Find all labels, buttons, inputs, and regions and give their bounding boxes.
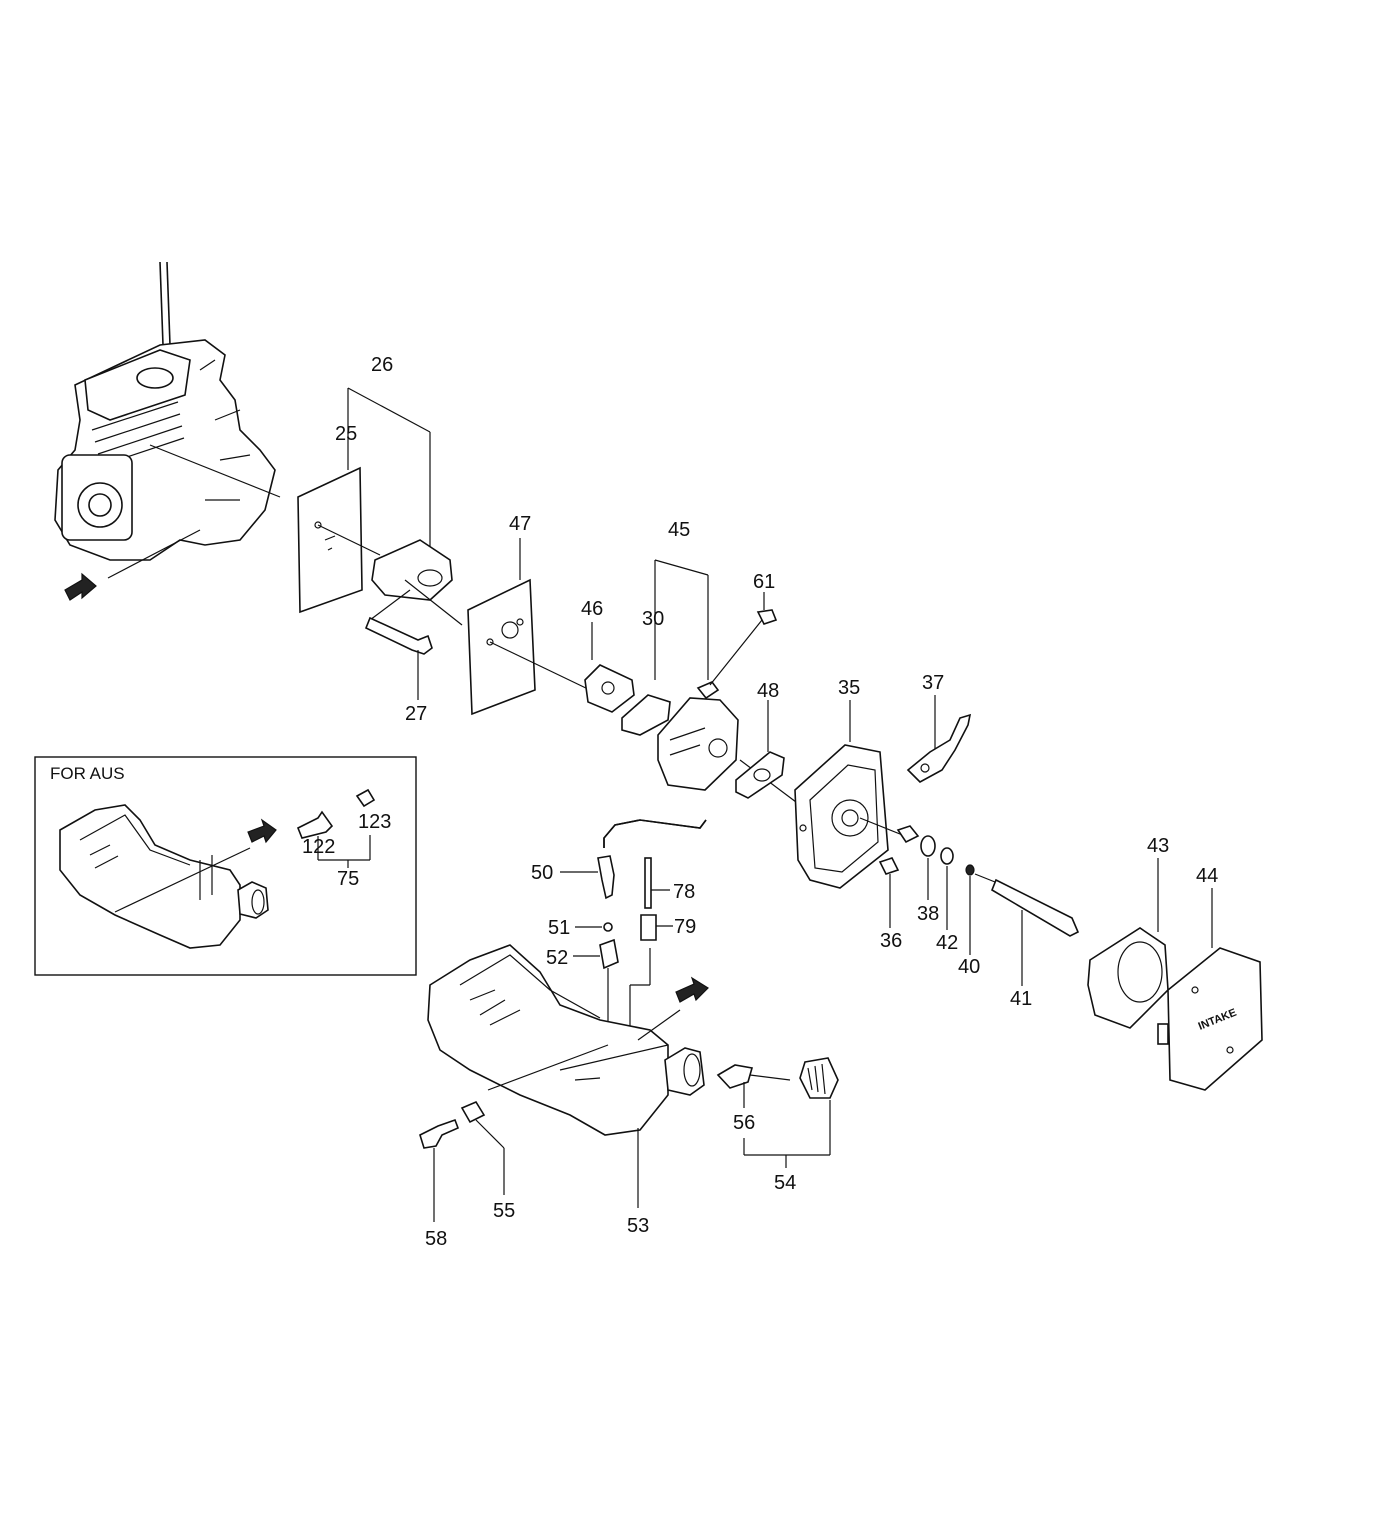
callout-25: 25 [335,423,357,445]
part-122 [296,810,334,839]
filter-52 [599,938,619,970]
inset-for-aus [34,756,417,976]
callout-123: 123 [358,811,391,833]
callout-78: 78 [673,881,695,903]
part-123 [355,788,376,808]
element-43 [1087,858,1169,1029]
part-78 [644,857,652,909]
callout-27: 27 [405,703,427,725]
insulator-26 [371,539,453,601]
part-61 [756,609,778,625]
callout-38: 38 [917,903,939,925]
callout-48: 48 [757,680,779,702]
pipe-50 [597,855,615,900]
callout-51: 51 [548,917,570,939]
callout-35: 35 [838,677,860,699]
direction-arrow-icon [247,818,277,844]
fuel-cap-group [716,1057,839,1168]
insulator-group [297,387,463,700]
inset-title: FOR AUS [50,764,125,783]
nut-40 [965,864,975,876]
callout-52: 52 [546,947,568,969]
gasket-47 [467,538,591,716]
part-46 [584,622,635,713]
cap-54 [799,1057,839,1099]
callout-30: 30 [642,608,664,630]
callout-44: 44 [1196,865,1218,887]
part-56 [716,1064,754,1089]
callout-61: 61 [753,571,775,593]
direction-arrow-icon [64,572,97,601]
fuel-tank-53 [427,944,709,1208]
cover-44: INTAKE [1157,888,1263,1091]
callout-58: 58 [425,1228,447,1250]
bolt-41 [991,878,1080,937]
gasket-25 [297,466,363,614]
part-51 [603,922,613,932]
small-parts-row [878,825,1080,986]
callout-43: 43 [1147,835,1169,857]
washer-42 [940,847,954,865]
callout-53: 53 [627,1215,649,1237]
callout-46: 46 [581,598,603,620]
engine-assembly [54,261,281,601]
mount-parts [419,1100,505,1222]
callout-55: 55 [493,1200,515,1222]
callout-36: 36 [880,930,902,952]
callout-41: 41 [1010,988,1032,1010]
callout-56: 56 [733,1112,755,1134]
bolt-27 [364,616,433,655]
callout-26: 26 [371,354,393,376]
callout-122: 122 [302,836,335,858]
callout-45: 45 [668,519,690,541]
collar-36 [878,857,900,875]
callout-54: 54 [774,1172,796,1194]
callout-75: 75 [337,868,359,890]
washer-38 [920,835,936,857]
bolt-58 [419,1118,460,1149]
grommet-55 [460,1100,486,1124]
gasket-48 [735,700,785,799]
fuel-pipe-group [560,819,707,1045]
gasket-30 [621,694,671,736]
part-79 [640,914,657,941]
collar-36a [896,825,920,844]
air-cleaner-case-35 [794,700,906,889]
direction-arrow-icon [675,976,709,1003]
callout-labels: 26 25 47 45 61 46 30 27 48 35 37 43 44 3… [50,354,1218,1250]
callout-50: 50 [531,862,553,884]
callout-79: 79 [674,916,696,938]
callout-40: 40 [958,956,980,978]
choke-lever-37 [906,695,972,783]
callout-47: 47 [509,513,531,535]
callout-42: 42 [936,932,958,954]
carburetor-45 [657,697,739,791]
callout-37: 37 [922,672,944,694]
carburetor-group [621,559,801,806]
